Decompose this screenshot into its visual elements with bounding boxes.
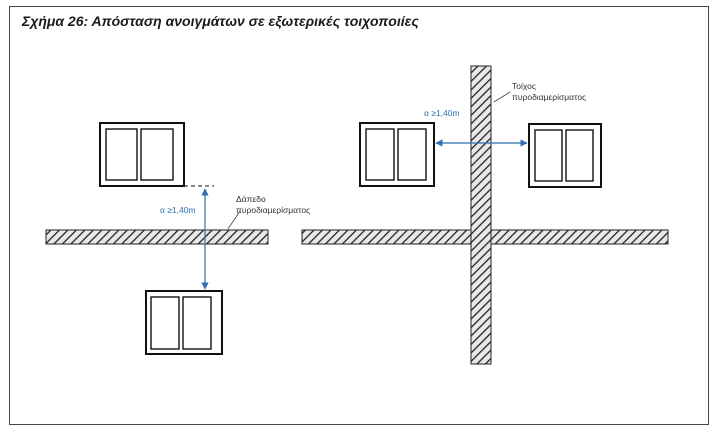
left-case: α ≥1,40m Δάπεδο πυροδιαμερίσματος [45, 122, 310, 355]
lower-window [145, 290, 223, 355]
left-dimension-label: α ≥1,40m [160, 205, 196, 215]
fire-compartment-wall [470, 65, 492, 365]
figure-title: Σχήμα 26: Απόσταση ανοιγμάτων σε εξωτερι… [22, 13, 419, 29]
right-of-wall-window [528, 123, 602, 188]
right-dimension-label: α ≥1,40m [424, 108, 460, 118]
wall-label-line2: πυροδιαμερίσματος [512, 92, 586, 102]
floor-label-line1: Δάπεδο [236, 194, 266, 204]
wall-leader-line [493, 91, 511, 103]
left-floor-slab [45, 229, 269, 245]
wall-label-line1: Τοίχος [512, 81, 536, 91]
floor-leader-line [227, 210, 241, 230]
right-case: α ≥1,40m Τοίχος πυροδιαμερίσματος [301, 65, 669, 365]
upper-window [99, 122, 185, 187]
left-of-wall-window [359, 122, 435, 187]
figure-frame [9, 6, 709, 425]
floor-label-line2: πυροδιαμερίσματος [236, 205, 310, 215]
